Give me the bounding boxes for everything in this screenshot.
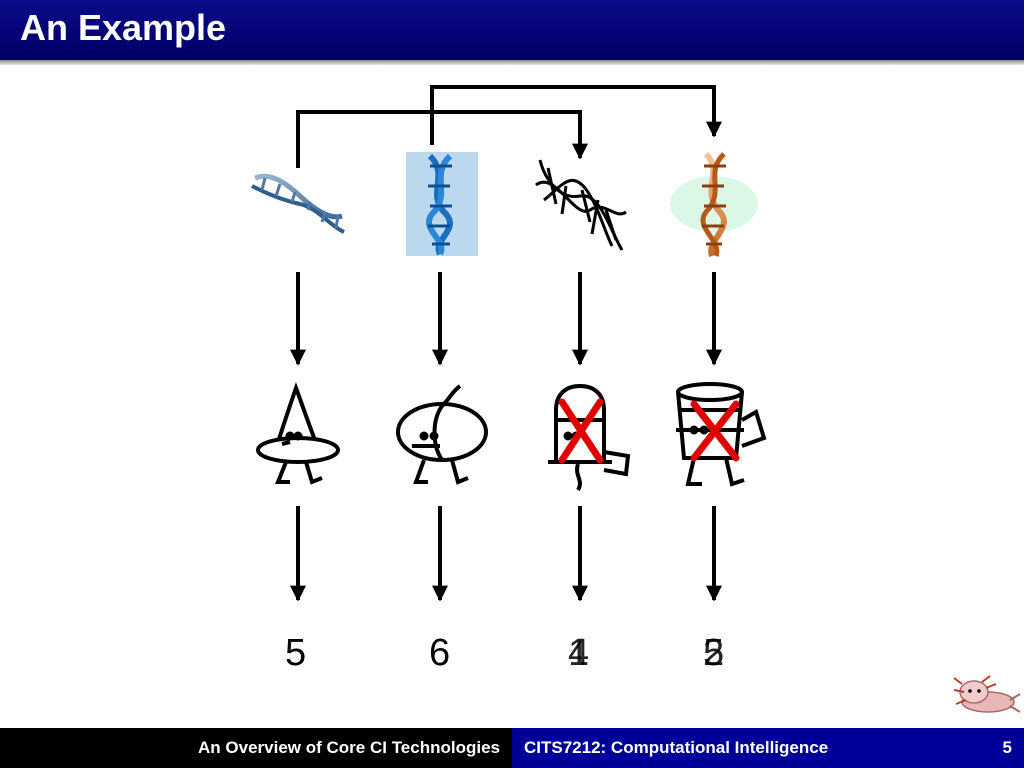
fitness-value-1: 5 <box>285 632 307 674</box>
fitness-arrows <box>290 506 722 602</box>
fitness-value-4a: 5 <box>703 632 725 674</box>
axolotl-logo-icon <box>953 675 1021 713</box>
footer-course-name: CITS7212: Computational Intelligence <box>524 738 829 757</box>
connector-1-to-3 <box>296 110 588 168</box>
fitness-value-3b: 1 <box>568 632 590 674</box>
footer-right-panel: CITS7212: Computational Intelligence 5 <box>512 728 1024 768</box>
page-number: 5 <box>1002 738 1012 757</box>
crossover-x-mark-3 <box>558 398 604 464</box>
crossover-x-mark-4 <box>690 400 740 462</box>
dna-strand-vertical-blue-icon <box>406 152 478 256</box>
fitness-value-2: 6 <box>429 632 451 674</box>
cone-hat-creature-icon <box>256 382 340 485</box>
round-pumpkin-creature-icon <box>396 384 488 485</box>
fitness-value-4b: 2 <box>703 632 725 674</box>
footer: An Overview of Core CI Technologies CITS… <box>0 728 1024 768</box>
title-shadow <box>0 60 1024 65</box>
footer-course-topic: An Overview of Core CI Technologies <box>198 738 500 757</box>
dna-strand-vertical-orange-icon <box>670 151 758 258</box>
slide-title: An Example <box>20 7 227 48</box>
footer-left-panel: An Overview of Core CI Technologies <box>0 728 512 768</box>
connector-2-to-4 <box>430 85 722 145</box>
cup-creature-icon <box>676 382 767 487</box>
title-bar <box>0 0 1024 60</box>
dna-strand-scribbled-icon <box>535 159 627 251</box>
dna-strand-diagonal-icon <box>251 173 345 234</box>
evolution-diagram <box>251 85 767 602</box>
crossover-connectors <box>296 85 722 168</box>
decode-arrows <box>290 272 722 366</box>
fitness-value-3a: 4 <box>568 632 590 674</box>
